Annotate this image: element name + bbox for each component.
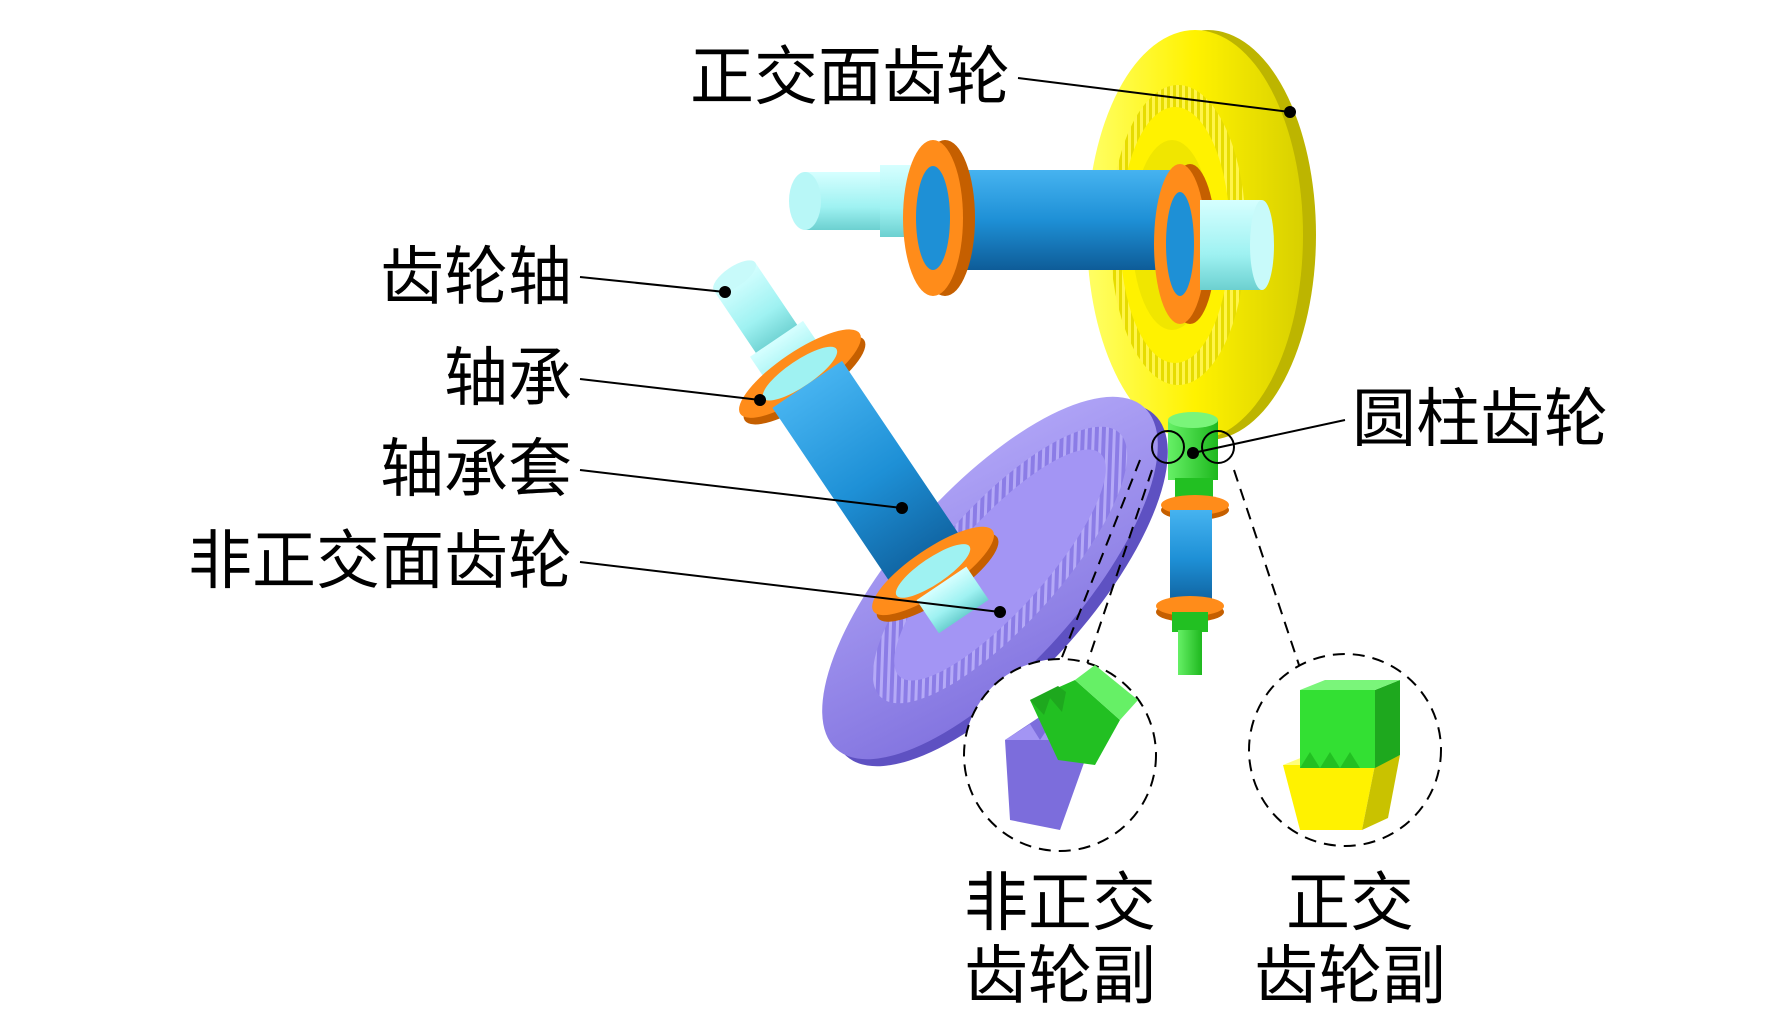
label-non-orthogonal-pair-line2: 齿轮副 — [964, 940, 1156, 1014]
mesh-circle-right — [1201, 430, 1235, 464]
label-bearing: 轴承 — [444, 342, 572, 416]
tilted-shaft-assembly — [713, 260, 999, 634]
label-non-orthogonal-face-gear: 非正交面齿轮 — [188, 525, 572, 599]
zoom-non-orthogonal-pair — [963, 658, 1157, 852]
zoom-orthogonal-pair — [1248, 653, 1442, 847]
label-non-orthogonal-pair-line1: 非正交 — [964, 867, 1156, 941]
label-orthogonal-pair-line1: 正交 — [1286, 867, 1414, 941]
label-orthogonal-pair-line2: 齿轮副 — [1254, 940, 1446, 1014]
zoom-line-left-a — [1084, 469, 1153, 671]
zoom-line-left-b — [1044, 459, 1141, 701]
label-bearing-sleeve: 轴承套 — [380, 433, 572, 507]
upper-left-bearing — [903, 140, 975, 296]
leader-lines — [579, 77, 1346, 618]
cylindrical-gear-assembly — [1156, 412, 1229, 675]
zoom-line-right — [1233, 469, 1301, 669]
label-gear-shaft: 齿轮轴 — [380, 241, 572, 315]
upper-shaft-assembly — [789, 140, 1274, 324]
label-cylindrical-gear: 圆柱齿轮 — [1352, 383, 1608, 457]
label-orthogonal-face-gear: 正交面齿轮 — [690, 41, 1010, 115]
mesh-circle-left — [1151, 430, 1185, 464]
